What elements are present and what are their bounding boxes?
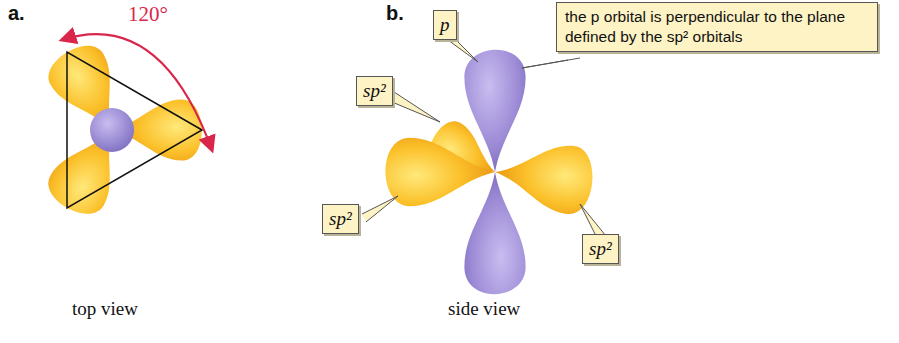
triangle bbox=[67, 52, 202, 208]
orbital-label: p bbox=[433, 10, 457, 40]
callout-tail bbox=[362, 196, 398, 222]
p-orbital-top bbox=[90, 108, 134, 152]
callout-tail bbox=[522, 58, 580, 68]
orbital-label: sp² bbox=[322, 204, 359, 234]
note-callout: the p orbital is perpendicular to the pl… bbox=[556, 2, 878, 52]
callout-tail bbox=[392, 92, 440, 122]
label-text: sp² bbox=[589, 237, 612, 261]
sp2-lobe bbox=[386, 138, 495, 206]
side-view-orbitals bbox=[386, 50, 596, 294]
label-text: the p orbital is perpendicular to the pl… bbox=[565, 7, 869, 47]
callout-tail bbox=[580, 204, 606, 236]
orbital-label: sp² bbox=[356, 76, 393, 106]
view-caption: side view bbox=[448, 298, 520, 320]
label-text: sp² bbox=[329, 207, 352, 231]
top-view-orbitals bbox=[41, 34, 212, 223]
label-text: sp² bbox=[363, 79, 386, 103]
callout-tails bbox=[362, 40, 606, 236]
angle-arrow bbox=[62, 34, 212, 150]
p-lobe bbox=[464, 172, 525, 294]
callout-tail bbox=[448, 40, 478, 62]
angle-label: 120° bbox=[128, 2, 168, 27]
panel-letter: b. bbox=[386, 2, 404, 25]
view-caption: top view bbox=[72, 298, 138, 320]
panel-letter: a. bbox=[8, 2, 25, 25]
orbital-label: sp² bbox=[582, 234, 619, 264]
p-lobe bbox=[464, 50, 525, 172]
label-text: p bbox=[440, 13, 450, 37]
